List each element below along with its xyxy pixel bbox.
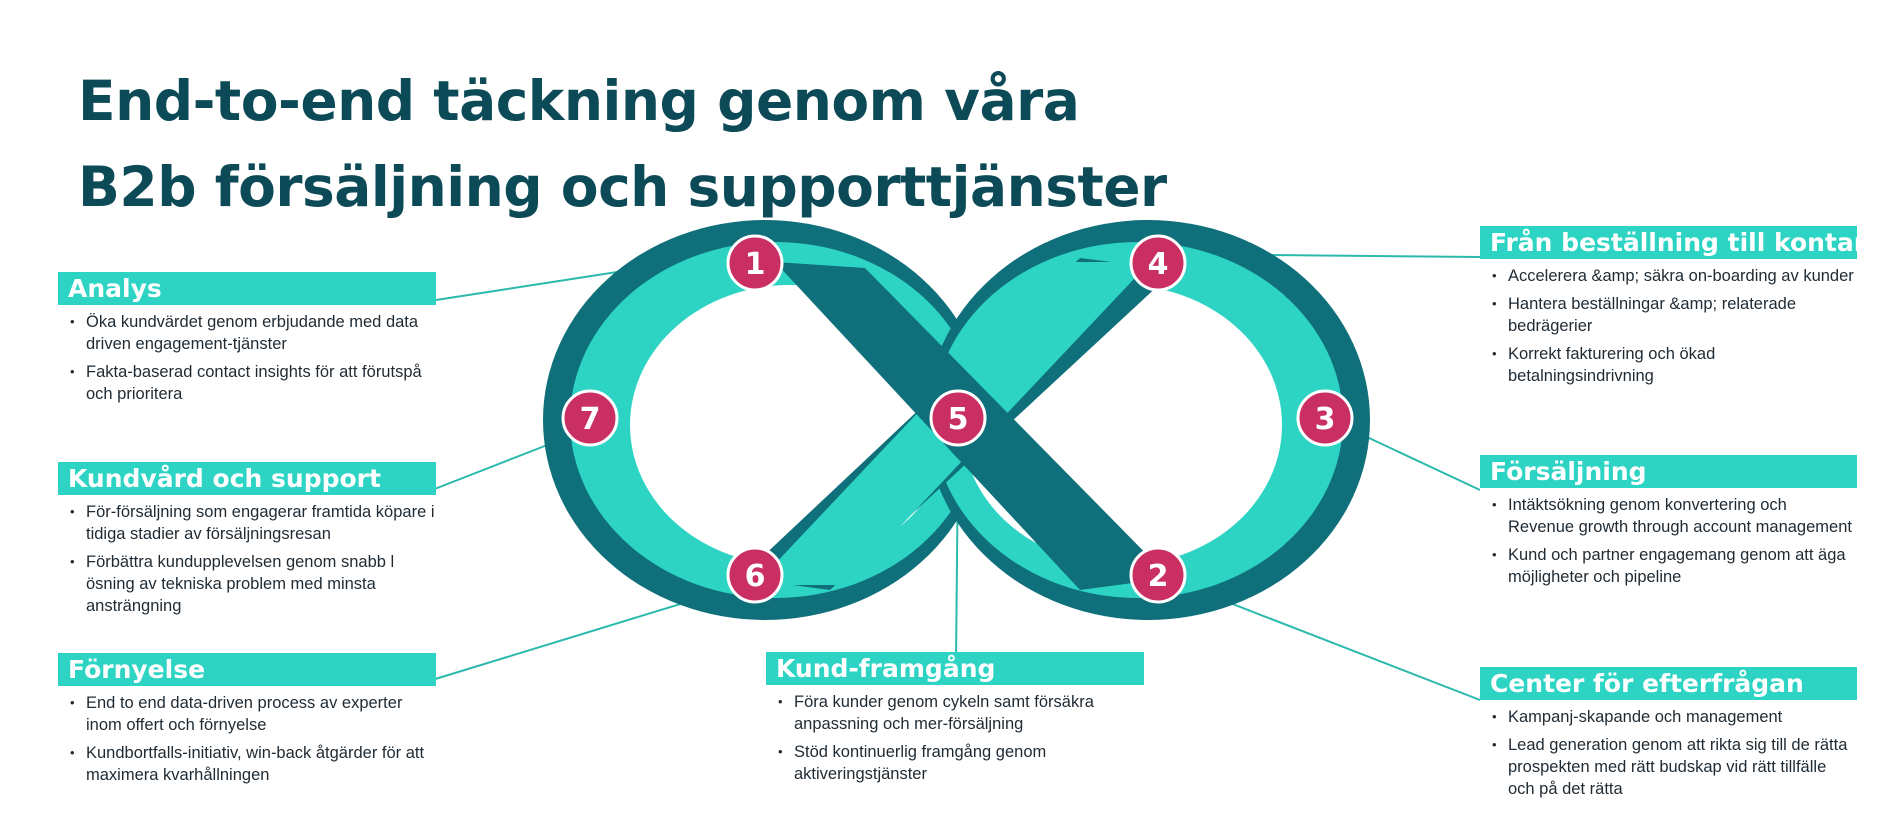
- list-item: Föra kunder genom cykeln samt försäkra a…: [778, 691, 1144, 735]
- bullet-list-center: Kampanj-skapande och management Lead gen…: [1480, 706, 1857, 800]
- loop-markers: 1 4 7 5 3 6 2: [561, 234, 1354, 604]
- bullet-list-analys: Öka kundvärdet genom erbjudande med data…: [58, 311, 436, 405]
- marker-6-label: 6: [745, 559, 766, 594]
- connector-analys: [435, 269, 631, 301]
- marker-5: 5: [929, 389, 987, 447]
- marker-3-label: 3: [1315, 402, 1336, 437]
- connector-forsaljning: [1351, 429, 1481, 491]
- list-item: Kundbortfalls-initiativ, win-back åtgärd…: [70, 742, 436, 786]
- list-item: För-försäljning som engagerar framtida k…: [70, 501, 436, 545]
- page-title: End-to-end täckning genom våra B2b försä…: [78, 58, 1167, 230]
- list-item: Intäktsökning genom konvertering och Rev…: [1492, 494, 1857, 538]
- section-bestallning: Från beställning till kontanter Accelere…: [1480, 226, 1900, 387]
- bullet-list-fornyelse: End to end data-driven process av expert…: [58, 692, 436, 786]
- section-header-bestallning: Från beställning till kontanter: [1480, 226, 1900, 259]
- title-line-2: B2b försäljning och supporttjänster: [78, 155, 1167, 219]
- marker-7: 7: [561, 389, 619, 447]
- section-header-forsaljning: Försäljning: [1480, 455, 1857, 488]
- title-line-1: End-to-end täckning genom våra: [78, 69, 1080, 133]
- bullet-list-kundframgang: Föra kunder genom cykeln samt försäkra a…: [766, 691, 1144, 785]
- connector-bestallning: [1264, 254, 1481, 258]
- marker-1-label: 1: [745, 247, 766, 282]
- section-fornyelse: Förnyelse End to end data-driven process…: [58, 653, 436, 786]
- list-item: Hantera beställningar &amp; relaterade b…: [1492, 293, 1857, 337]
- list-item: Kund och partner engagemang genom att äg…: [1492, 544, 1857, 588]
- section-header-analys: Analys: [58, 272, 436, 305]
- bullet-list-kundvard: För-försäljning som engagerar framtida k…: [58, 501, 436, 617]
- marker-4: 4: [1129, 234, 1187, 292]
- connector-kundvard: [431, 439, 561, 491]
- connector-center: [1211, 595, 1481, 701]
- list-item: Korrekt fakturering och ökad betalningsi…: [1492, 343, 1857, 387]
- marker-3: 3: [1296, 389, 1354, 447]
- list-item: End to end data-driven process av expert…: [70, 692, 436, 736]
- section-header-center: Center för efterfrågan: [1480, 667, 1857, 700]
- marker-7-label: 7: [580, 402, 601, 437]
- connector-fornyelse: [431, 597, 701, 681]
- section-kundvard: Kundvård och support För-försäljning som…: [58, 462, 436, 617]
- list-item: Accelerera &amp; säkra on-boarding av ku…: [1492, 265, 1857, 287]
- bullet-list-bestallning: Accelerera &amp; säkra on-boarding av ku…: [1480, 265, 1857, 387]
- marker-2-label: 2: [1148, 559, 1169, 594]
- list-item: Öka kundvärdet genom erbjudande med data…: [70, 311, 436, 355]
- list-item: Förbättra kundupplevelsen genom snabb l …: [70, 551, 436, 617]
- list-item: Fakta-baserad contact insights för att f…: [70, 361, 436, 405]
- section-header-kundvard: Kundvård och support: [58, 462, 436, 495]
- bullet-list-forsaljning: Intäktsökning genom konvertering och Rev…: [1480, 494, 1857, 588]
- marker-6: 6: [726, 546, 784, 604]
- section-forsaljning: Försäljning Intäktsökning genom konverte…: [1480, 455, 1857, 588]
- list-item: Lead generation genom att rikta sig till…: [1492, 734, 1857, 800]
- section-kundframgang: Kund-framgång Föra kunder genom cykeln s…: [766, 652, 1144, 785]
- section-center: Center för efterfrågan Kampanj-skapande …: [1480, 667, 1857, 800]
- marker-5-label: 5: [948, 402, 969, 437]
- list-item: Stöd kontinuerlig framgång genom aktiver…: [778, 741, 1144, 785]
- section-header-kundframgang: Kund-framgång: [766, 652, 1144, 685]
- section-analys: Analys Öka kundvärdet genom erbjudande m…: [58, 272, 436, 405]
- marker-1: 1: [726, 234, 784, 292]
- marker-2: 2: [1129, 546, 1187, 604]
- marker-4-label: 4: [1148, 247, 1169, 282]
- list-item: Kampanj-skapande och management: [1492, 706, 1857, 728]
- section-header-fornyelse: Förnyelse: [58, 653, 436, 686]
